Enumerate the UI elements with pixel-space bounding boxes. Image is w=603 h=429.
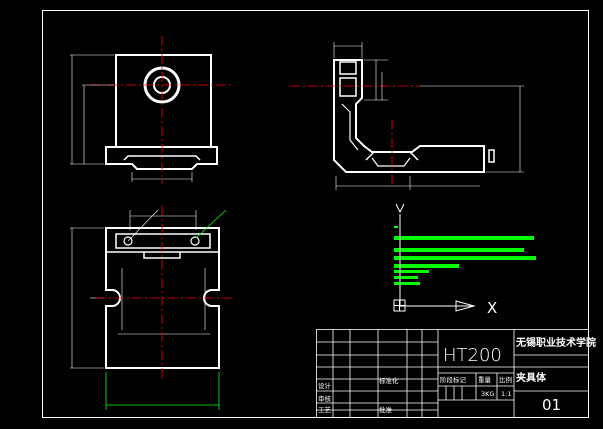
drawing-number-text: 01 bbox=[542, 396, 561, 414]
weight-label: 重量 bbox=[478, 376, 492, 384]
front-view bbox=[105, 54, 218, 170]
weight-value: 3KG bbox=[481, 390, 494, 398]
approve-label: 批准 bbox=[379, 405, 393, 414]
process-label: 工艺 bbox=[318, 406, 332, 414]
part-name-text: 夹具体 bbox=[516, 371, 547, 384]
side-view bbox=[333, 59, 495, 173]
standard-label: 标准化 bbox=[379, 376, 399, 385]
school-name-text: 无锡职业技术学院 bbox=[515, 336, 596, 349]
top-view-green-dimension bbox=[105, 209, 227, 410]
checker-label: 审核 bbox=[318, 394, 332, 403]
side-view-centerlines bbox=[290, 85, 420, 188]
stage-label: 阶段标记 bbox=[440, 375, 467, 384]
technical-notes bbox=[394, 226, 536, 285]
side-view-dimensions bbox=[333, 42, 524, 190]
drawing-border bbox=[42, 10, 589, 418]
ucs-icon bbox=[393, 203, 476, 312]
title-block bbox=[316, 329, 589, 418]
scale-label: 比例 bbox=[499, 375, 512, 384]
material-text: HT200 bbox=[443, 345, 502, 366]
top-view-hidden-lines bbox=[70, 209, 210, 369]
top-view bbox=[105, 227, 220, 369]
scale-value: 1:1 bbox=[501, 390, 511, 398]
ucs-x-label: X bbox=[487, 299, 497, 317]
front-view-dimensions bbox=[70, 54, 193, 182]
designer-label: 设计 bbox=[318, 381, 332, 390]
top-view-centerlines bbox=[96, 206, 232, 380]
